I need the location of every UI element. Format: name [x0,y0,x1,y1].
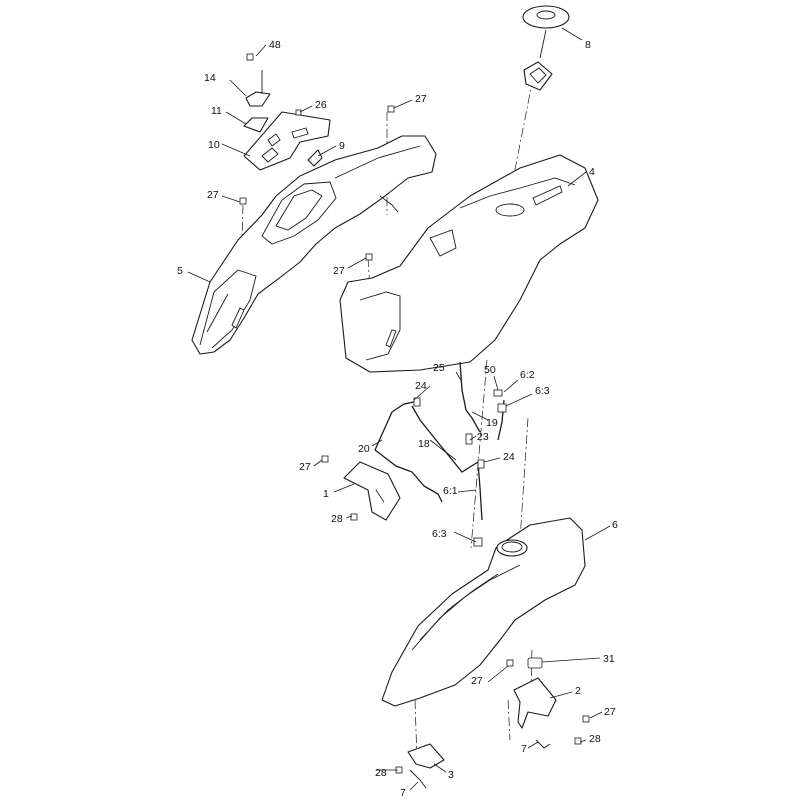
callout-27-top: 27 [415,93,427,105]
callout-14: 14 [204,72,216,84]
leader-lines [187,27,611,791]
callout-24-lower: 24 [503,451,515,463]
part-6-fuel-tank [381,517,586,707]
fasteners [239,105,590,789]
part-4-tank-cover [339,154,599,373]
callout-28-right: 28 [589,733,601,745]
callout-28-bracket: 28 [331,513,343,525]
fuel-hoses [374,361,507,547]
callout-25: 25 [433,362,445,374]
callout-1: 1 [323,488,329,500]
callout-6-1: 6:1 [443,485,458,497]
callout-8: 8 [585,39,591,51]
callout-6-2: 6:2 [520,369,535,381]
callout-26: 26 [315,99,327,111]
callout-48: 48 [269,39,281,51]
callout-5: 5 [177,265,183,277]
callout-labels: 48 14 11 26 27 10 9 8 4 27 5 27 25 50 6:… [177,39,618,799]
callout-18: 18 [418,438,430,450]
part-5-left-cover [191,135,437,355]
callout-10: 10 [208,139,220,151]
callout-7-right: 7 [521,743,527,755]
callout-11: 11 [211,105,222,117]
switch-bracket-assembly [243,53,331,171]
part-8-fuel-cap [522,5,570,91]
callout-24-upper: 24 [415,380,427,392]
callout-6-3-upper: 6:3 [535,385,550,397]
callout-7-bottom: 7 [400,787,406,799]
callout-3: 3 [448,769,454,781]
callout-27-tank: 27 [471,675,483,687]
callout-9: 9 [339,140,345,152]
callout-23: 23 [477,431,489,443]
callout-6: 6 [612,519,618,531]
callout-27-mid: 27 [333,265,345,277]
callout-6-3-lower: 6:3 [432,528,447,540]
callout-50: 50 [484,364,496,376]
callout-27-left: 27 [207,189,219,201]
callout-27-right: 27 [604,706,616,718]
callout-19: 19 [486,417,498,429]
callout-31: 31 [603,653,615,665]
callout-27-bracket: 27 [299,461,311,473]
callout-28-bottom: 28 [375,767,387,779]
callout-20: 20 [358,443,370,455]
bracket-assemblies [343,461,557,769]
callout-4: 4 [589,166,595,178]
callout-2: 2 [575,685,581,697]
